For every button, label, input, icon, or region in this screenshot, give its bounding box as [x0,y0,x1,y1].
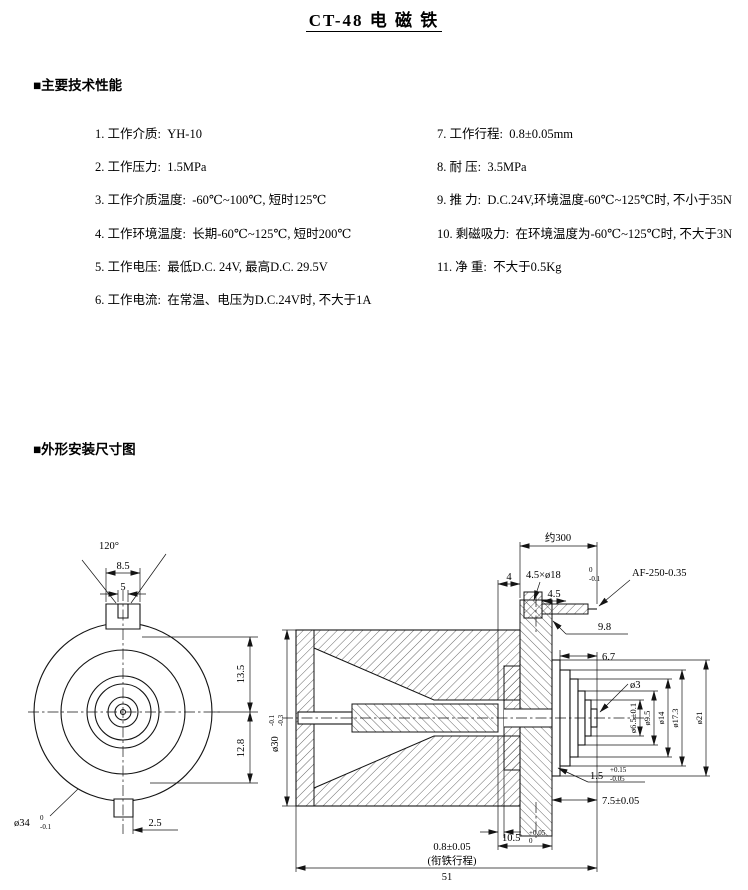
dim-label-2-5: 2.5 [148,818,161,829]
dim-label-1-5: 1.5 [590,771,603,782]
spec-item: 8. 耐 压: 3.5MPa [437,160,527,175]
dim-label-5: 5 [120,582,125,593]
dim-label-dia6-5: ø6.5±0.1 [628,703,638,733]
dim-label-dia3: ø3 [630,680,641,691]
dim-label-dia14: ø14 [656,711,666,725]
spec-item: 7. 工作行程: 0.8±0.05mm [437,127,574,141]
dim-label-dia30: ø30 [270,736,281,752]
dia34-tol-lower: -0.1 [40,823,52,831]
dim-1-5-tol-lower: -0.05 [610,775,625,783]
front-view-dimensions: 120° 8.5 5 13.5 12.8 ø34 0 -0.1 2.5 [14,541,258,834]
dim-label-7-5: 7.5±0.05 [602,796,639,807]
stroke-note: (衔铁行程) [428,854,477,867]
dia30-tol-upper: -0.1 [268,714,276,726]
section-view-dimensions: 约300 4 4.5×ø18 0 -0.1 4.5 AF-250-0.35 9.… [268,531,710,883]
spec-item: 5. 工作电压: 最低D.C. 24V, 最高D.C. 29.5V [95,259,328,274]
front-view [28,590,220,834]
dim-label-dia9-5: ø9.5 [642,711,652,726]
bottom-lug [113,798,134,818]
dim-label-holes: 4.5×ø18 [526,570,561,581]
wire-spec-label: AF-250-0.35 [632,568,687,579]
dia34-tol-upper: 0 [40,814,44,822]
spec-item: 3. 工作介质温度: -60℃~100℃, 短时125℃ [95,193,327,208]
spec-item: 4. 工作环境温度: 长期-60℃~125℃, 短时200℃ [95,226,352,241]
dim-label-4-5: 4.5 [547,589,560,600]
section-view [282,591,648,840]
dim-10-5-tol-upper: +0.05 [529,829,546,837]
upper-body-section [313,629,521,701]
dim-label-6-7: 6.7 [602,652,615,663]
dim-label-stroke: 0.8±0.05 [433,842,470,853]
dim-label-4: 4 [506,572,512,583]
dim-label-13-5: 13.5 [236,665,247,683]
specs-section-header: ■主要技术性能 [33,78,123,93]
dim-10-5-tol-lower: 0 [529,837,533,845]
dim-label-dia34: ø34 [14,818,31,829]
drawing-section-header: ■外形安装尺寸图 [33,442,136,457]
page-title: CT-48 电 磁 铁 [0,6,748,32]
holes-tol-lower: -0.1 [589,575,601,583]
dim-label-120deg: 120° [99,541,119,552]
dim-label-10-5: 10.5 [502,833,520,844]
dim-label-51: 51 [442,872,453,883]
terminal-bracket [523,591,543,619]
spec-item: 2. 工作压力: 1.5MPa [95,160,207,175]
page-title-text: CT-48 电 磁 铁 [305,11,443,32]
specs-column-left: 1. 工作介质: YH-10 2. 工作压力: 1.5MPa 3. 工作介质温度… [95,124,371,323]
spec-item: 10. 剩磁吸力: 在环境温度为-60℃~125℃时, 不大于3N [437,226,733,241]
lead-wire-pin [541,603,589,615]
holes-tol-upper: 0 [589,566,593,574]
specs-column-right: 7. 工作行程: 0.8±0.05mm 8. 耐 压: 3.5MPa 9. 推 … [437,124,732,290]
dimension-drawing: 120° 8.5 5 13.5 12.8 ø34 0 -0.1 2.5 [14,531,710,883]
dim-label-dia17-3: ø17.3 [670,708,680,727]
dim-label-8-5: 8.5 [116,561,129,572]
lower-body-section [313,735,521,807]
dim-label-12-8: 12.8 [236,739,247,757]
spec-item: 11. 净 重: 不大于0.5Kg [437,259,562,274]
dim-label-dia21: ø21 [694,712,704,725]
dim-label-9-8: 9.8 [598,622,611,633]
spec-item: 9. 推 力: D.C.24V,环境温度-60℃~125℃时, 不小于35N [437,193,732,208]
spec-item: 1. 工作介质: YH-10 [95,127,202,141]
dim-1-5-tol-upper: +0.15 [610,766,627,774]
spec-item: 6. 工作电流: 在常温、电压为D.C.24V时, 不大于1A [95,292,372,307]
dia30-tol-lower: -0.3 [277,714,285,726]
guide-hole [504,709,552,727]
dim-label-wire-length: 约300 [545,531,571,544]
